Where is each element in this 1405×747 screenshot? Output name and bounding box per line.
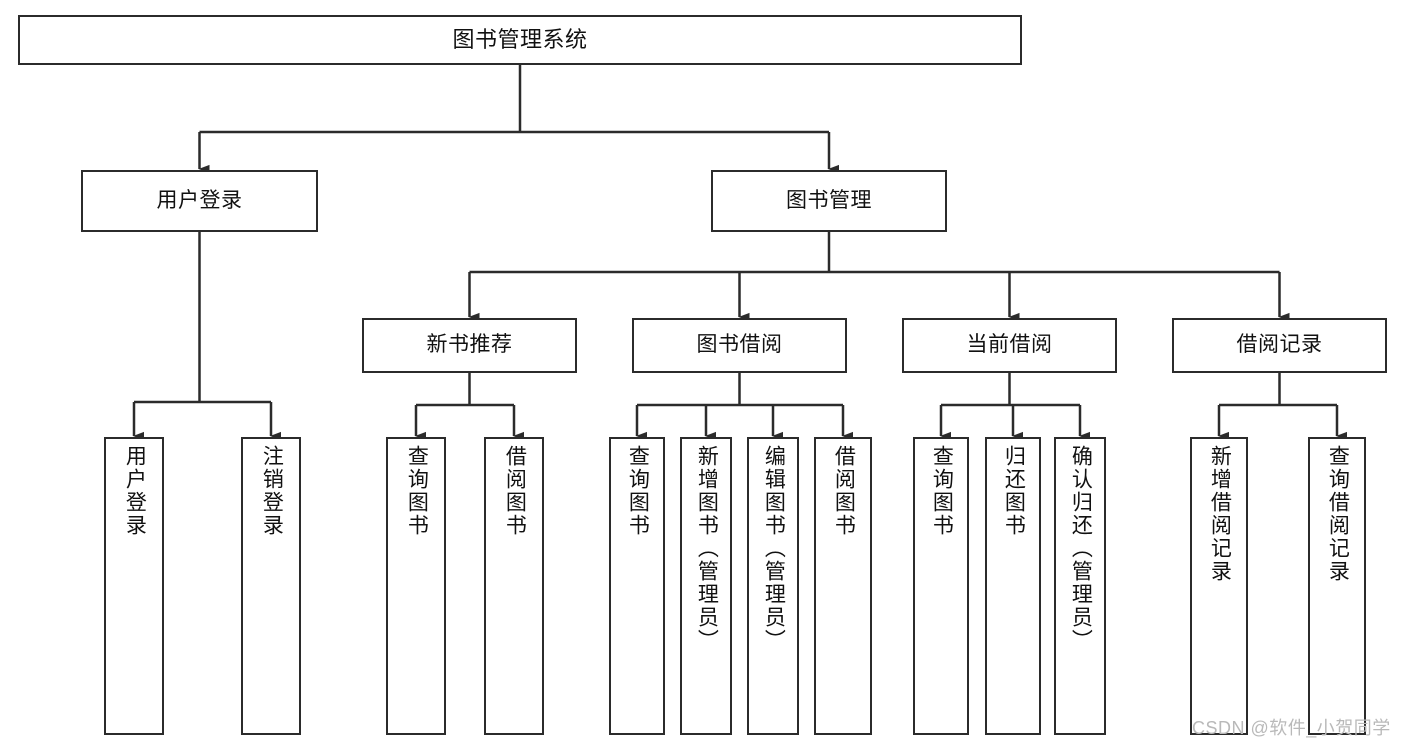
node-label: 编辑图书（管理员） xyxy=(762,445,786,652)
node-label: 图书管理 xyxy=(786,188,872,212)
node-label: 归还图书 xyxy=(1002,445,1026,537)
node-label: 借阅图书 xyxy=(503,445,527,537)
node-label: 新增借阅记录 xyxy=(1208,445,1232,583)
node-book-borrow[interactable]: 图书借阅 xyxy=(632,318,847,373)
node-label: 确认归还（管理员） xyxy=(1069,445,1093,652)
node-label: 查询图书 xyxy=(626,445,650,537)
node-label: 当前借阅 xyxy=(966,333,1053,357)
node-leaf-logout[interactable]: 注销登录 xyxy=(241,437,301,735)
node-borrow-record[interactable]: 借阅记录 xyxy=(1172,318,1387,373)
node-leaf-query-book-3[interactable]: 查询图书 xyxy=(913,437,969,735)
node-label: 借阅图书 xyxy=(832,445,856,537)
node-user-login[interactable]: 用户登录 xyxy=(81,170,318,232)
watermark-text: CSDN @软件_小贺同学 xyxy=(1192,718,1391,738)
node-label: 新增图书（管理员） xyxy=(695,445,719,652)
node-book-manage[interactable]: 图书管理 xyxy=(711,170,947,232)
edge-group xyxy=(132,65,1347,441)
node-leaf-confirm-return[interactable]: 确认归还（管理员） xyxy=(1054,437,1106,735)
node-label: 借阅记录 xyxy=(1236,333,1323,357)
node-leaf-query-book-2[interactable]: 查询图书 xyxy=(609,437,665,735)
node-label: 用户登录 xyxy=(156,188,243,212)
node-label: 图书借阅 xyxy=(696,333,783,357)
node-label: 查询借阅记录 xyxy=(1326,445,1350,583)
node-label: 注销登录 xyxy=(260,445,284,537)
node-label: 图书管理系统 xyxy=(452,27,588,53)
node-new-book-rec[interactable]: 新书推荐 xyxy=(362,318,577,373)
node-leaf-edit-book[interactable]: 编辑图书（管理员） xyxy=(747,437,799,735)
node-leaf-query-record[interactable]: 查询借阅记录 xyxy=(1308,437,1366,735)
node-label: 新书推荐 xyxy=(426,333,513,357)
node-leaf-borrow-book-2[interactable]: 借阅图书 xyxy=(814,437,872,735)
node-current-borrow[interactable]: 当前借阅 xyxy=(902,318,1117,373)
node-label: 查询图书 xyxy=(405,445,429,537)
node-label: 用户登录 xyxy=(123,445,147,537)
node-root[interactable]: 图书管理系统 xyxy=(18,15,1022,65)
node-leaf-borrow-book-1[interactable]: 借阅图书 xyxy=(484,437,544,735)
node-leaf-user-login[interactable]: 用户登录 xyxy=(104,437,164,735)
node-leaf-query-book-1[interactable]: 查询图书 xyxy=(386,437,446,735)
node-label: 查询图书 xyxy=(930,445,954,537)
node-leaf-return-book[interactable]: 归还图书 xyxy=(985,437,1041,735)
node-leaf-add-record[interactable]: 新增借阅记录 xyxy=(1190,437,1248,735)
node-leaf-add-book[interactable]: 新增图书（管理员） xyxy=(680,437,732,735)
